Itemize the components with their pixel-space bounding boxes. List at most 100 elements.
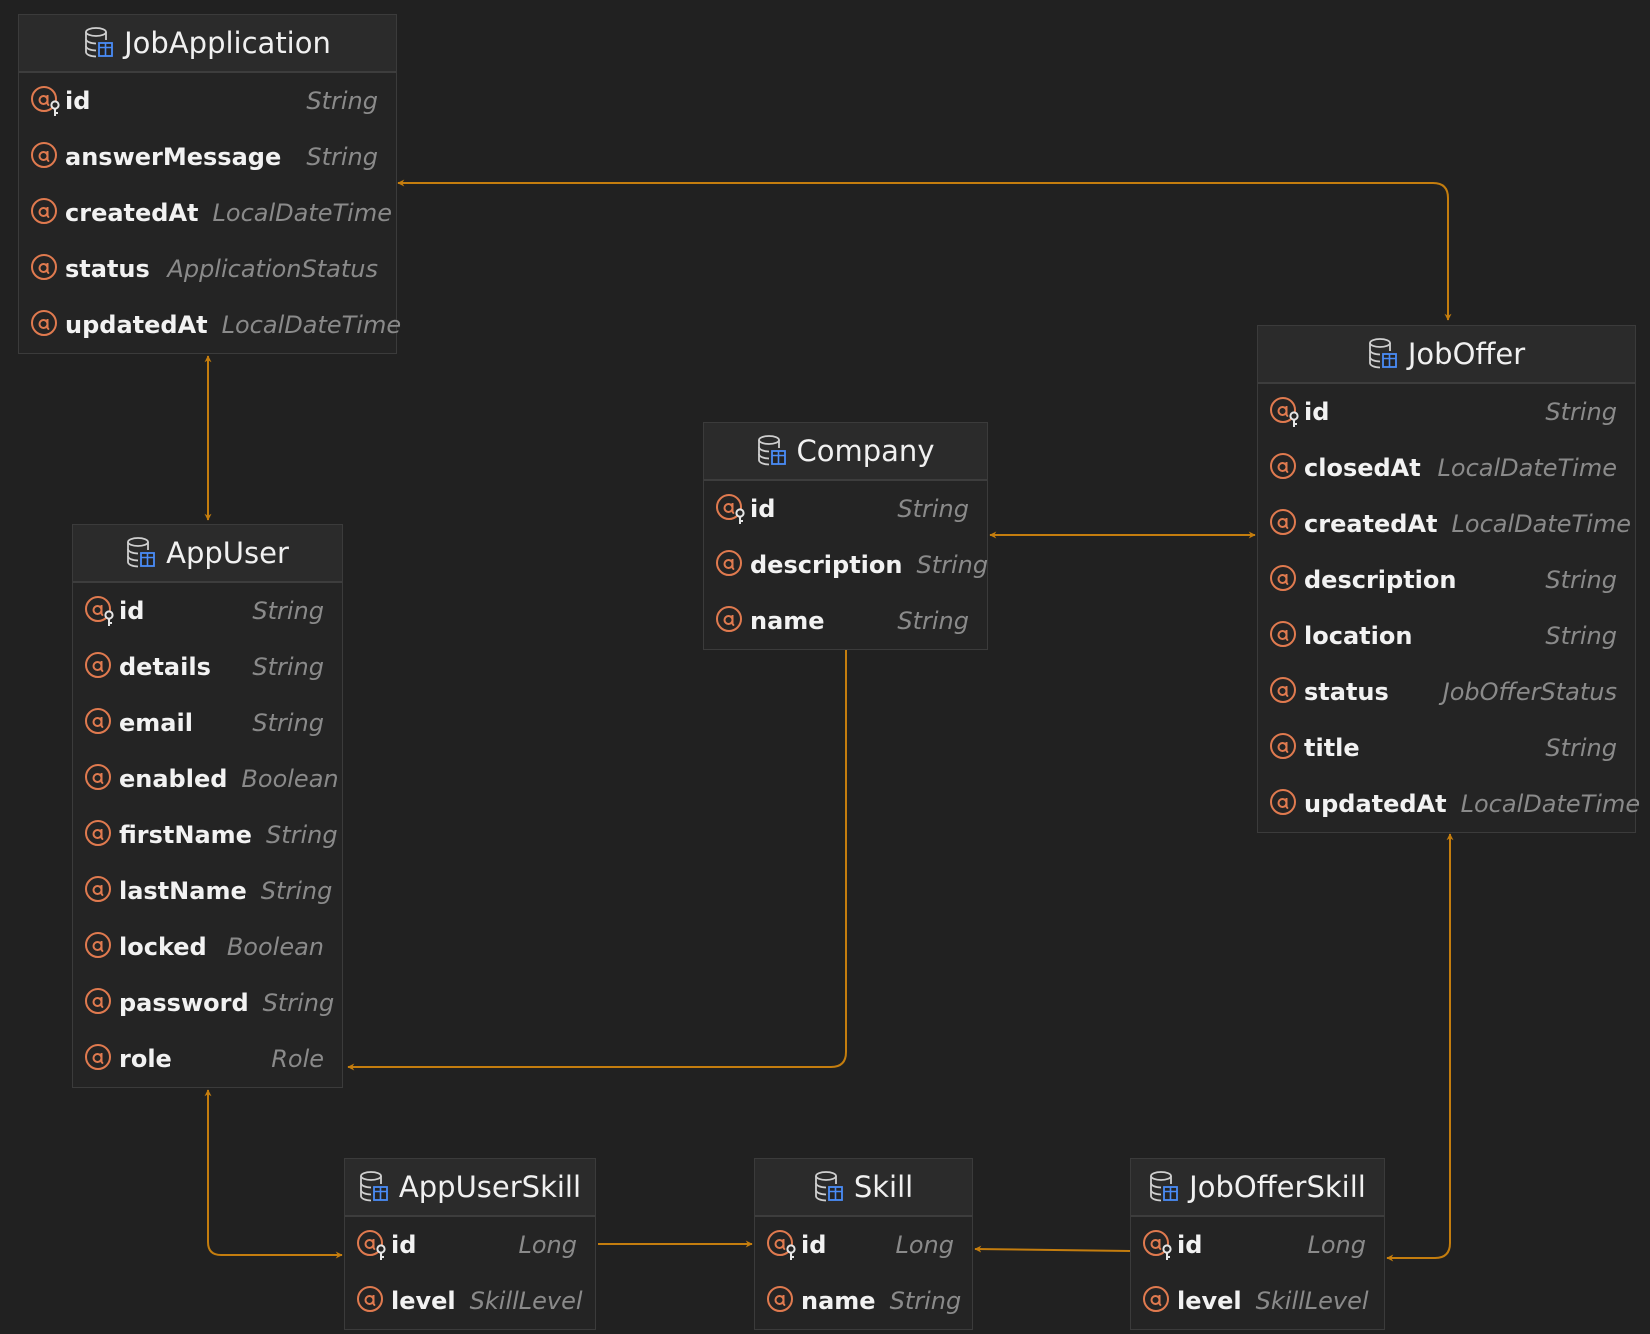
field-type: LocalDateTime: [1451, 510, 1631, 538]
edge-joboffer-jobofferskill[interactable]: [1386, 833, 1454, 1262]
attribute-icon: [85, 708, 111, 734]
entity-header[interactable]: Company: [704, 423, 987, 481]
field-type: String: [1545, 566, 1617, 594]
field-type: String: [306, 143, 378, 171]
edge-company-appuser[interactable]: [347, 649, 847, 1071]
field-name: location: [1304, 622, 1413, 650]
entity-header[interactable]: Skill: [755, 1159, 972, 1217]
field-type: LocalDateTime: [212, 199, 392, 227]
field-row[interactable]: status JobOfferStatus: [1258, 664, 1635, 720]
field-name: id: [391, 1231, 417, 1259]
attribute-icon: [85, 652, 111, 678]
entity-header[interactable]: JobApplication: [19, 15, 396, 73]
attribute-icon: [31, 254, 57, 280]
entity-title: JobOfferSkill: [1189, 1170, 1366, 1204]
primary-key-attribute-icon: [357, 1230, 386, 1260]
attribute-icon: [1270, 453, 1296, 479]
field-name: email: [119, 709, 193, 737]
field-type: Boolean: [241, 765, 339, 793]
edge-jobapplication-joboffer[interactable]: [397, 179, 1452, 321]
entity-title: JobOffer: [1407, 337, 1526, 371]
attribute-icon: [357, 1286, 383, 1312]
field-type: Long: [518, 1231, 578, 1259]
attribute-icon: [85, 764, 111, 790]
attribute-icon: [31, 310, 57, 336]
field-name: id: [119, 597, 145, 625]
primary-key-attribute-icon: [1270, 397, 1299, 427]
database-table-icon: [85, 27, 114, 58]
attribute-icon: [85, 932, 111, 958]
attribute-icon: [1270, 789, 1296, 815]
attribute-icon: [1270, 509, 1296, 535]
edge-jobofferskill-skill[interactable]: [974, 1245, 1131, 1253]
database-table-icon: [1150, 1171, 1179, 1202]
field-type: LocalDateTime: [1437, 454, 1617, 482]
entity-header[interactable]: AppUser: [73, 525, 342, 583]
entity-title: JobApplication: [124, 26, 331, 60]
field-type: SkillLevel: [469, 1287, 583, 1315]
field-name: id: [750, 495, 776, 523]
entity-header[interactable]: JobOffer: [1258, 326, 1635, 384]
attribute-icon: [1270, 621, 1296, 647]
field-type: ApplicationStatus: [167, 255, 378, 283]
entity-header[interactable]: JobOfferSkill: [1131, 1159, 1384, 1217]
field-row[interactable]: description String: [704, 537, 989, 593]
field-type: String: [897, 607, 969, 635]
attribute-icon: [1143, 1286, 1169, 1312]
edge-appuser-appuserskill[interactable]: [204, 1089, 343, 1259]
field-name: name: [801, 1287, 876, 1315]
primary-key-attribute-icon: [716, 494, 745, 524]
entity-header[interactable]: AppUserSkill: [345, 1159, 595, 1217]
field-name: description: [750, 551, 903, 579]
database-table-icon: [814, 1171, 843, 1202]
field-type: String: [916, 551, 989, 579]
attribute-icon: [1270, 565, 1296, 591]
field-type: SkillLevel: [1255, 1287, 1369, 1315]
field-type: JobOfferStatus: [1442, 678, 1617, 706]
field-row[interactable]: id Long: [345, 1217, 595, 1273]
field-type: Long: [1307, 1231, 1367, 1259]
attribute-icon: [716, 550, 742, 576]
field-name: id: [801, 1231, 827, 1259]
entity-title: Company: [796, 434, 935, 468]
field-name: status: [1304, 678, 1389, 706]
field-name: id: [1304, 398, 1330, 426]
attribute-icon: [85, 1044, 111, 1070]
